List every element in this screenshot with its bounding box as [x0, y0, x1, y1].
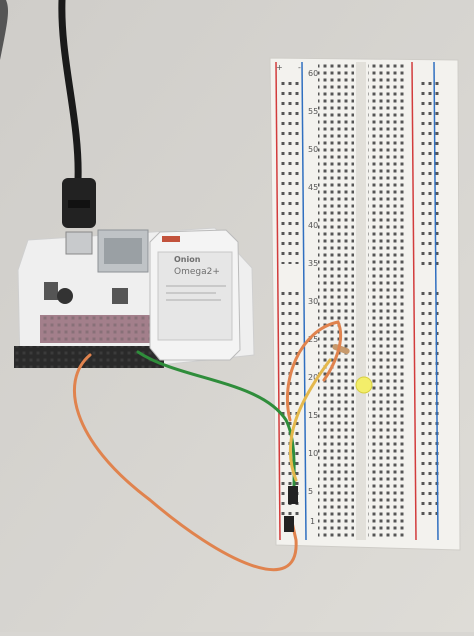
rail-marker-minus: -: [298, 63, 301, 72]
omega-module: Onion Omega2+: [149, 229, 241, 361]
row-number: 1: [310, 517, 315, 526]
resistor: [332, 343, 350, 355]
rail-marker-plus: +: [276, 63, 283, 72]
module-model: Omega2+: [174, 267, 220, 277]
module-shield: [157, 251, 233, 341]
row-number: 35: [308, 259, 318, 268]
wire-green: [136, 350, 296, 492]
row-number: 60: [308, 69, 318, 78]
ic-chip: [112, 288, 128, 304]
row-number: 55: [308, 107, 318, 116]
left-rail-holes-bottom: [278, 286, 300, 516]
center-channel: [356, 62, 366, 540]
right-rail-red: [411, 61, 417, 541]
row-number: 10: [308, 449, 318, 458]
module-led: [162, 236, 180, 242]
row-number: 5: [308, 487, 313, 496]
jumper-connector: [288, 486, 298, 504]
row-number: 15: [308, 411, 318, 420]
right-rail-holes-bottom: [420, 290, 442, 520]
left-rail-red: [275, 61, 281, 541]
jumper-connector: [284, 516, 294, 532]
row-number: 30: [308, 297, 318, 306]
usb-cable: [58, 0, 82, 184]
row-number: 20: [308, 373, 318, 382]
dark-cable-left: [0, 0, 8, 60]
wire-orange: [72, 353, 298, 572]
row-number: 40: [308, 221, 318, 230]
right-rail-holes-top: [418, 80, 440, 266]
wire-yellow: [288, 358, 332, 482]
left-rail-blue: [301, 61, 307, 541]
reset-button: [44, 282, 58, 300]
module-brand: Onion: [174, 255, 201, 264]
wire-orange-short: [285, 320, 343, 422]
row-number: 45: [308, 183, 318, 192]
micro-usb-port: [65, 231, 93, 255]
inductor: [57, 288, 73, 304]
row-numbers-left: 60 55 50 45 40 35 30 25 20 15 10 5 1: [308, 69, 318, 526]
left-rail-holes-top: [278, 78, 300, 264]
terminal-strip-left: [318, 62, 354, 540]
yellow-led: [355, 376, 373, 394]
row-number: 25: [308, 335, 318, 344]
terminal-strip-right: [368, 62, 404, 540]
usb-plug-detail: [68, 200, 90, 208]
right-rail-blue: [433, 61, 439, 541]
row-number: 50: [308, 145, 318, 154]
breadboard: + - 60 55 50 45 40 35 30 25 20 15 10 5 1: [269, 57, 461, 551]
